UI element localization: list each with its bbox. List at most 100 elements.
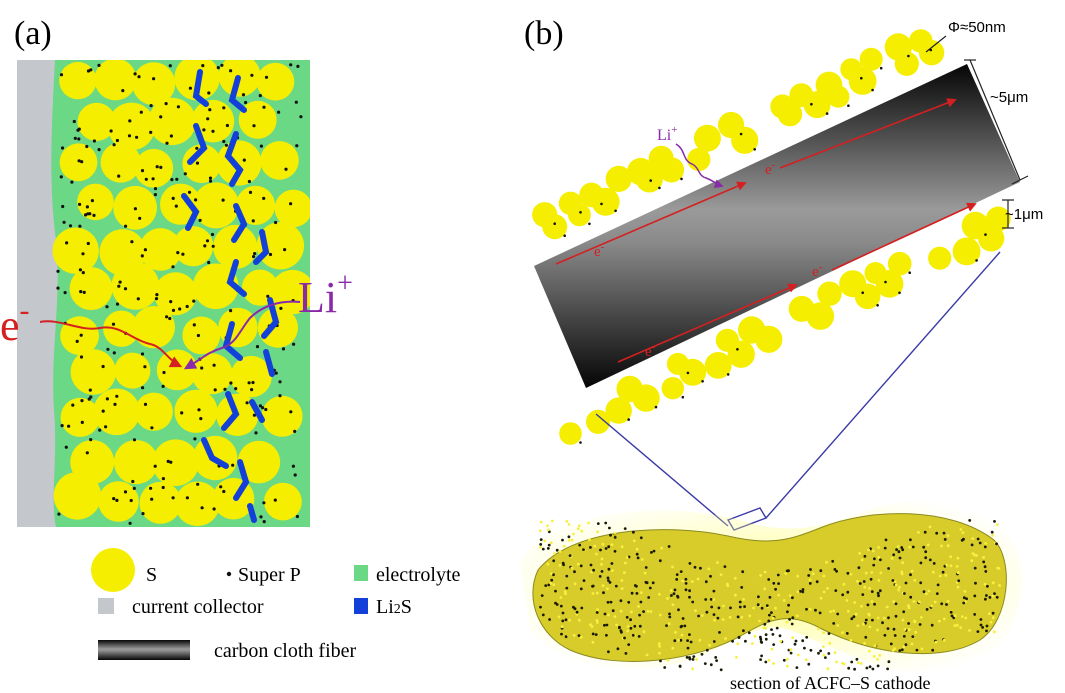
cloth-fiber-end (850, 617, 854, 621)
cloth-fiber-end (737, 636, 741, 639)
super-p-dot (293, 429, 297, 433)
cloth-fiber-end (915, 648, 919, 652)
cloth-fiber-end (763, 622, 767, 626)
cloth-fiber-end (996, 566, 1000, 570)
fiber-super-p-dot (680, 177, 683, 181)
super-p-dot (170, 178, 174, 182)
cloth-fiber-end (989, 620, 993, 624)
super-p-dot (98, 428, 102, 432)
cloth-fiber-end (665, 624, 668, 627)
current-collector (17, 60, 58, 527)
cloth-fiber-end (917, 531, 920, 534)
cloth-fiber-end (608, 581, 612, 584)
cloth-fiber-end (772, 643, 776, 646)
cloth-fiber-end (758, 619, 761, 623)
cloth-fiber-end (767, 578, 771, 581)
super-p-dot (139, 110, 143, 114)
cloth-fiber-end (904, 581, 908, 585)
cloth-fiber-end (748, 614, 752, 618)
super-p-dot (130, 240, 134, 244)
cloth-fiber-end (608, 526, 611, 530)
electron-arrow-1 (555, 181, 747, 265)
cloth-fiber-end (637, 635, 641, 638)
cloth-fiber-end (679, 625, 683, 629)
cloth-fiber-end (881, 621, 884, 625)
cloth-fiber-end (774, 606, 777, 610)
cloth-fiber-end (955, 623, 959, 627)
super-p-dot (283, 248, 287, 252)
legend-li2s-swatch (354, 598, 368, 614)
cloth-fiber-end (594, 633, 598, 636)
super-p-dot (79, 333, 83, 337)
cloth-fiber-end (882, 616, 886, 620)
cloth-fiber-end (685, 656, 689, 659)
electron-arrow-4 (831, 202, 977, 271)
legend: S Super P electrolyte current collector … (91, 548, 461, 662)
fiber-electron-label-1: e- (594, 241, 605, 260)
cloth-fiber-end (809, 568, 812, 571)
super-p-dot (250, 73, 254, 77)
sulfur-particle (59, 143, 98, 182)
super-p-dot (247, 381, 251, 385)
cloth-fiber-end (713, 618, 716, 622)
super-p-dot (111, 322, 116, 326)
super-p-dot (144, 177, 148, 181)
super-p-dot (185, 496, 189, 500)
legend-superp-label: Super P (238, 564, 301, 586)
super-p-dot (82, 290, 86, 294)
cloth-fiber-end (629, 626, 633, 630)
cloth-fiber-end (786, 610, 789, 614)
cloth-fiber-end (736, 615, 740, 619)
super-p-dot (84, 213, 88, 217)
cloth-fiber-end (945, 603, 948, 606)
cloth-fiber-end (743, 605, 746, 608)
cloth-fiber-end (791, 636, 795, 639)
legend-electrolyte-swatch (354, 565, 368, 581)
cloth-fiber-end (565, 574, 569, 578)
fiber-sulfur-particle (755, 325, 783, 353)
super-p-dot (154, 297, 159, 301)
cloth-fiber-end (724, 637, 727, 640)
super-p-dot (88, 388, 92, 392)
cloth-fiber-end (558, 564, 562, 567)
cloth-fiber-end (700, 614, 704, 617)
cloth-fiber-end (985, 594, 988, 597)
cloth-fiber-end (688, 595, 691, 599)
fiber-sulfur-particle (928, 246, 952, 270)
cloth-fiber-end (790, 622, 794, 626)
cloth-fiber-end (885, 605, 889, 609)
cloth-fiber-end (632, 539, 636, 543)
sulfur-particle (191, 99, 235, 143)
cloth-fiber-end (922, 590, 926, 594)
li2s-deposit (233, 459, 250, 501)
super-p-dot (115, 394, 119, 398)
cloth-fiber-end (570, 566, 574, 570)
cloth-fiber-end (856, 624, 860, 628)
sulfur-particle (59, 61, 97, 100)
cloth-fiber-end (667, 622, 671, 626)
cloth-fiber-end (924, 550, 928, 554)
cloth-fiber-end (805, 635, 809, 639)
cloth-fiber-end (976, 630, 980, 633)
cathode-cross-section (17, 60, 310, 527)
cloth-fiber-end (841, 593, 845, 597)
cloth-fiber-end (895, 548, 898, 551)
cloth-fiber-end (864, 618, 868, 622)
cloth-fiber-end (858, 552, 862, 555)
cloth-fiber-end (817, 627, 820, 631)
super-p-dot (117, 174, 121, 178)
cloth-fiber-end (961, 531, 965, 534)
cloth-fiber-end (579, 635, 583, 639)
cloth-fiber-end (605, 623, 609, 627)
cloth-fiber-end (959, 626, 962, 629)
cloth-fiber-end (938, 574, 942, 578)
cloth-fiber-end (995, 595, 999, 599)
cloth-fiber-end (801, 588, 805, 591)
cloth-fiber-end (870, 600, 874, 603)
super-p-dot (152, 77, 156, 81)
cloth-fiber-end (609, 533, 612, 537)
lithium-ion-path (183, 300, 301, 370)
cloth-fiber-end (561, 611, 565, 615)
super-p-dot (203, 244, 207, 248)
super-p-dot (277, 110, 281, 114)
